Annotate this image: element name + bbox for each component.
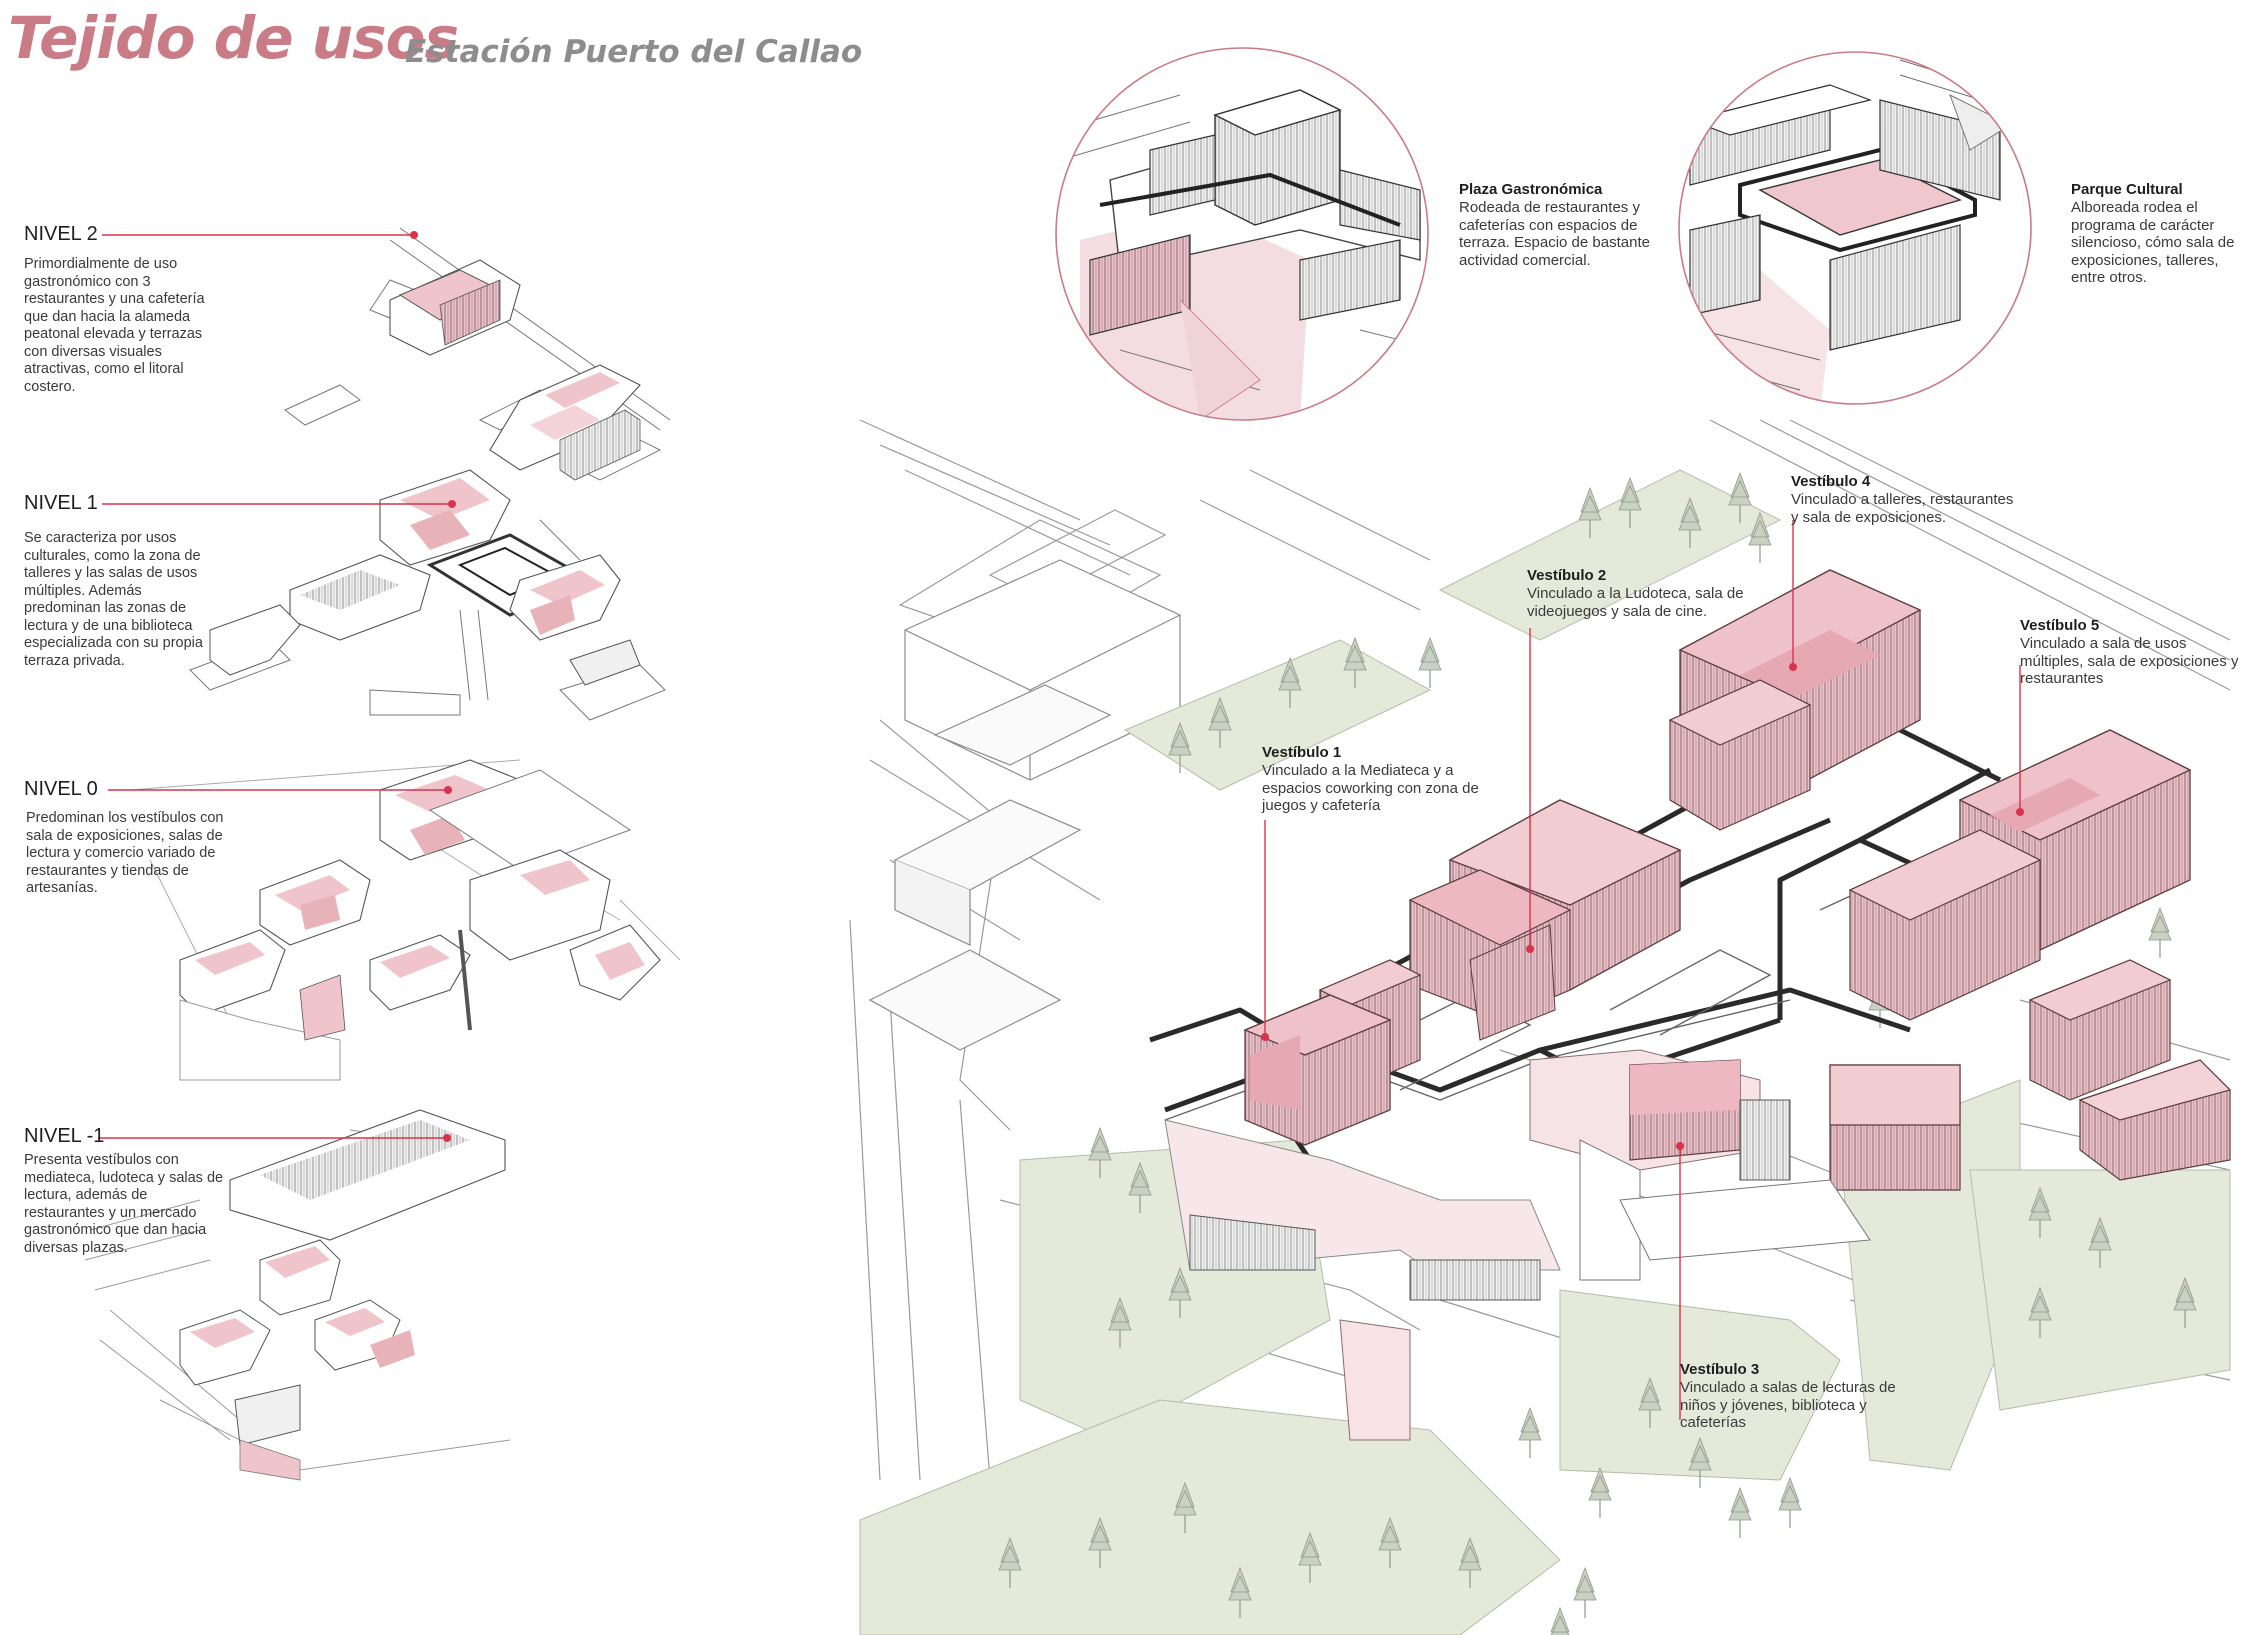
vestibule-3-title: Vestíbulo 3 <box>1680 1361 1760 1378</box>
vestibule-4-title: Vestíbulo 4 <box>1791 473 1871 490</box>
vestibule-4-description: Vinculado a talleres, restaurantes y sal… <box>1791 491 2014 526</box>
detail-park-title: Parque Cultural <box>2071 181 2183 198</box>
vestibule-1-title: Vestíbulo 1 <box>1262 744 1342 761</box>
page-title: Tejido de usos <box>8 4 459 72</box>
level-0-title: NIVEL 0 <box>24 778 98 800</box>
level-1-title: NIVEL 1 <box>24 492 98 514</box>
vestibule-2-title: Vestíbulo 2 <box>1527 567 1607 584</box>
vestibule-1-description: Vinculado a la Mediateca y a espacios co… <box>1262 762 1479 814</box>
detail-park-description: Alboreada rodea el programa de carácter … <box>2071 199 2235 286</box>
vestibule-5-title: Vestíbulo 5 <box>2020 617 2100 634</box>
pink-base <box>1164 1119 1871 1441</box>
level-minus-1-title: NIVEL -1 <box>24 1125 105 1147</box>
building-vestibule-5 <box>1848 729 2232 1181</box>
main-axonometric <box>849 419 2232 1635</box>
vestibule-2-description: Vinculado a la Ludoteca, sala de videoju… <box>1527 585 1744 620</box>
building-vestibule-3 <box>1529 1049 1961 1191</box>
level-plan-0 <box>129 759 681 1081</box>
level-2-title: NIVEL 2 <box>24 223 98 245</box>
callout-markers <box>410 231 2024 1150</box>
page-subtitle: Estación Puerto del Callao <box>405 34 863 70</box>
vestibule-5-description: Vinculado a sala de usos múltiples, sala… <box>2020 635 2239 687</box>
level-minus-1-description: Presenta vestíbulos con mediateca, ludot… <box>24 1152 224 1256</box>
vestibule-3-description: Vinculado a salas de lecturas de niños y… <box>1680 1379 1896 1431</box>
detail-plaza-title: Plaza Gastronómica <box>1459 181 1603 198</box>
building-vestibule-4 <box>1668 569 1922 831</box>
level-plan-1 <box>189 469 666 721</box>
detail-circle-park <box>1678 51 2032 405</box>
level-0-description: Predominan los vestíbulos con sala de ex… <box>26 810 224 896</box>
level-plan-minus-1 <box>84 1109 511 1481</box>
callout-lines <box>98 234 2021 1420</box>
level-plan-2 <box>284 227 671 481</box>
detail-plaza-description: Rodeada de restaurantes y cafeterías con… <box>1459 199 1650 269</box>
level-2-description: Primordialmente de uso gastronómico con … <box>24 256 205 395</box>
building-vestibule-1 <box>1243 959 1422 1146</box>
level-1-description: Se caracteriza por usos culturales, como… <box>24 530 203 669</box>
detail-circle-plaza <box>1055 47 1429 421</box>
